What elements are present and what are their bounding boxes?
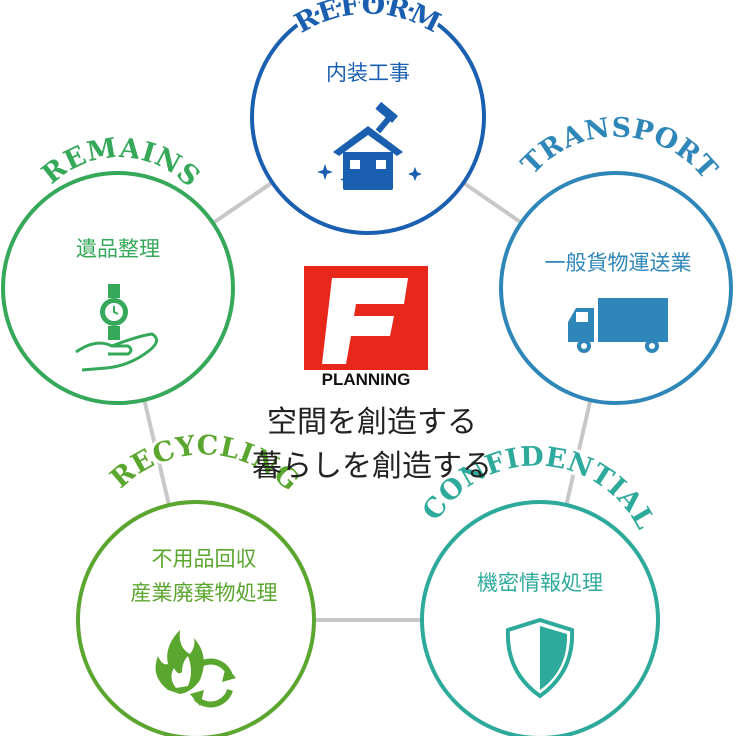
company-logo: PLANNING (304, 266, 428, 389)
transport-circle (499, 171, 733, 405)
shield-icon (505, 617, 575, 699)
tagline-2: 暮らしを創造する (252, 449, 492, 484)
house-with-hammer-icon (317, 101, 422, 190)
reform-label: 内装工事 (326, 61, 410, 85)
remains-label: 遺品整理 (76, 237, 160, 261)
truck-icon (568, 298, 668, 353)
logo-planning-text: PLANNING (322, 370, 411, 389)
recycling-label-2: 産業廃棄物処理 (131, 581, 278, 605)
confidential-label: 機密情報処理 (477, 571, 603, 595)
reform-circle (250, 0, 486, 235)
recycling-circle (76, 500, 316, 736)
transport-label: 一般貨物運送業 (545, 251, 692, 275)
fire-recycle-icon (155, 630, 236, 708)
recycling-label-1: 不用品回収 (152, 547, 257, 571)
hand-holding-watch-icon (75, 284, 158, 372)
logo-f-letter (322, 278, 408, 364)
tagline-1: 空間を創造する (267, 405, 477, 440)
